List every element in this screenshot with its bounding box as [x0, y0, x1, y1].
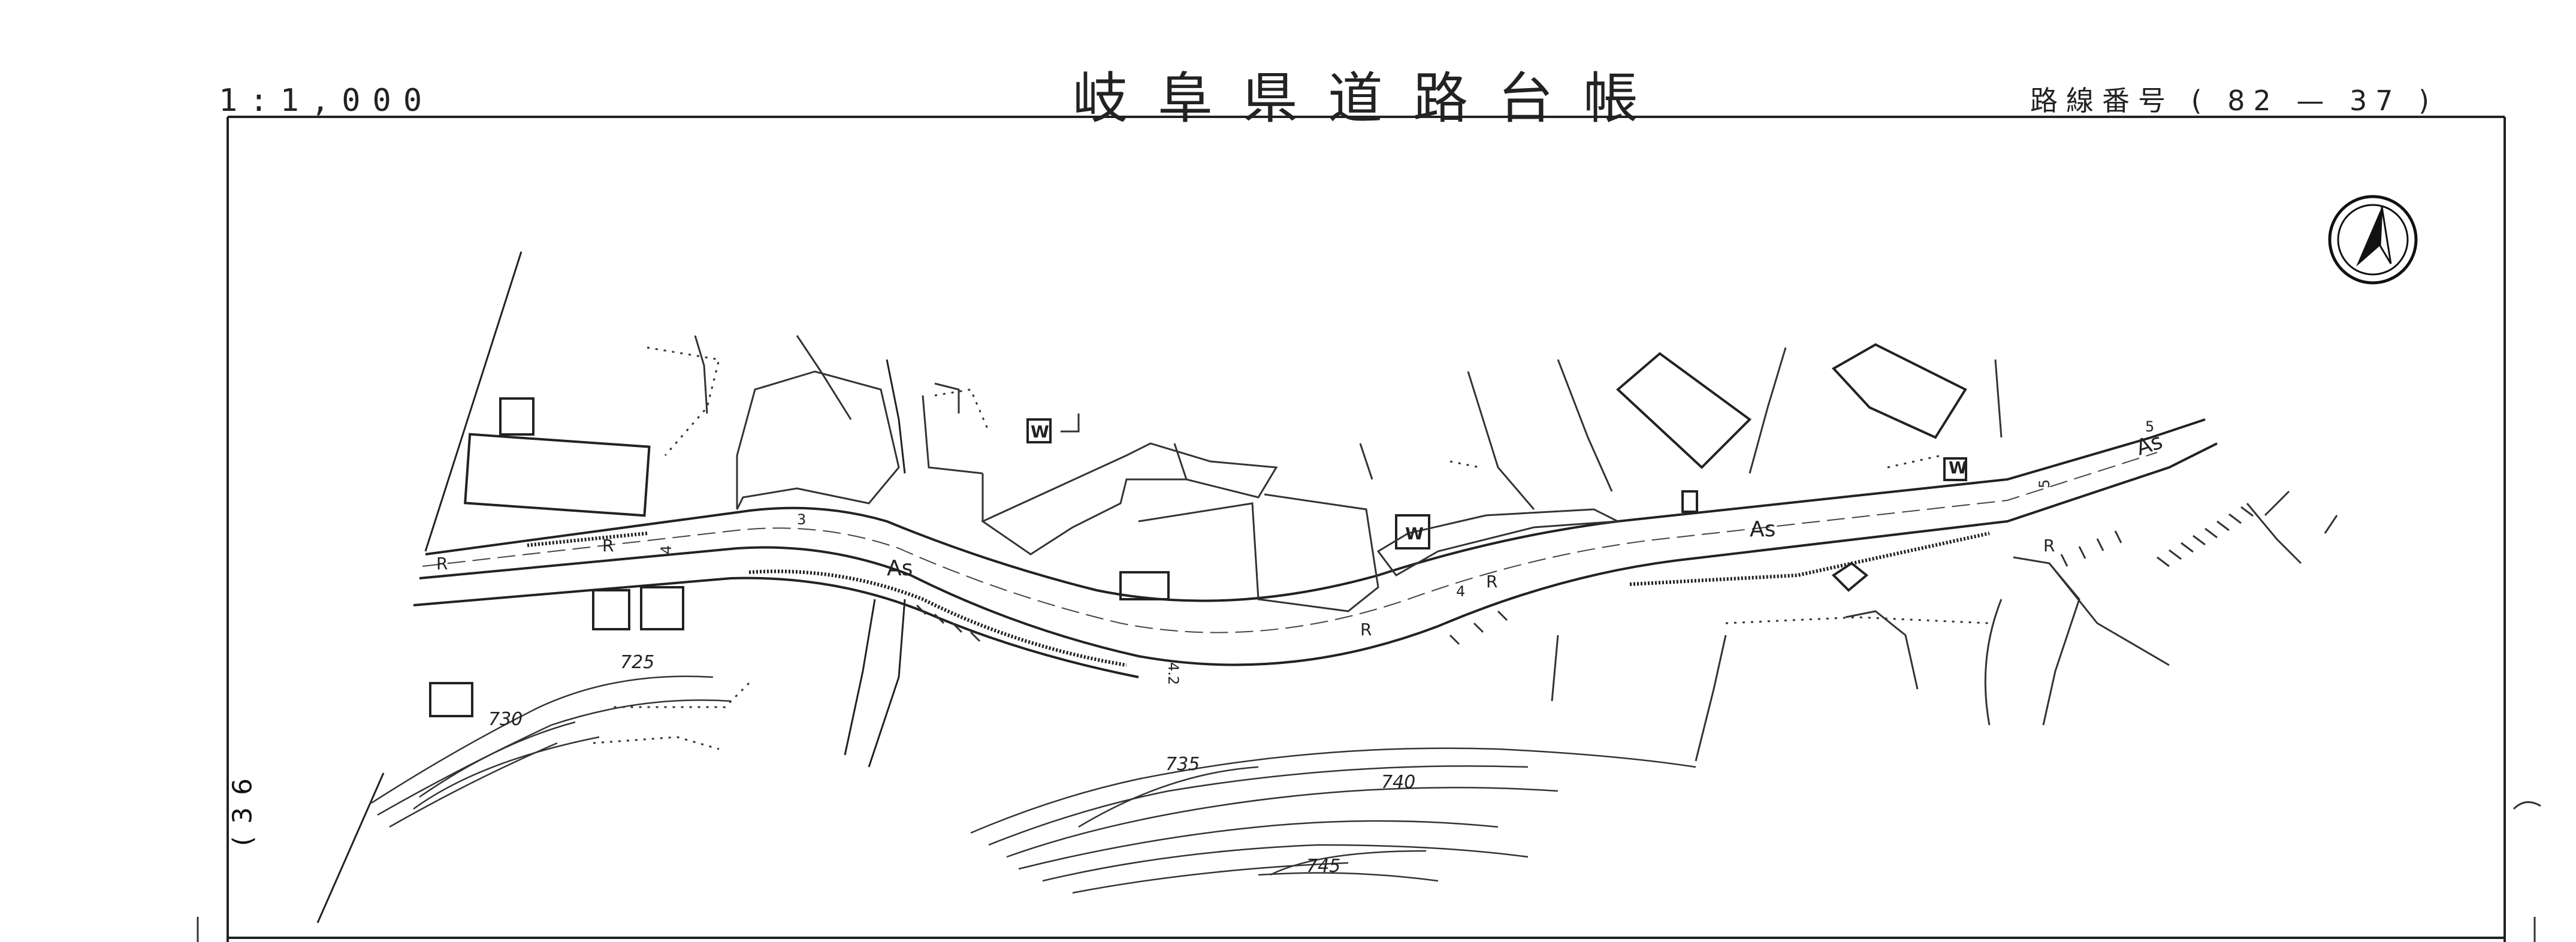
width-label: 4 [1456, 583, 1465, 600]
route-open-paren: ( [2191, 84, 2210, 117]
retaining-label: R [602, 536, 614, 555]
retaining-label: R [1486, 572, 1497, 591]
north-arrow-icon [2328, 195, 2418, 285]
slope-hatching [916, 506, 2254, 645]
contour-label-740: 740 [1381, 772, 1415, 793]
width-label: 5 [2036, 479, 2053, 488]
route-close-paren: ) [2418, 84, 2438, 117]
gutter-hatching [527, 532, 1990, 667]
retaining-wall-labels: R R R R R [436, 536, 2055, 639]
width-labels: 3 4 4.2 4 5 5 [658, 418, 2154, 685]
well-label: W [1949, 458, 1967, 478]
width-label: 4 [658, 545, 675, 554]
route-dash: — [2296, 84, 2333, 117]
route-major: 82 [2227, 84, 2279, 117]
contour-label-725: 725 [620, 652, 654, 673]
width-label: 4.2 [1165, 662, 1182, 685]
buildings [429, 343, 1967, 717]
map-frame [227, 116, 2506, 942]
surface-label-as: As [1750, 517, 1775, 542]
side-marks [197, 801, 2541, 942]
well-labels: W W W [1031, 422, 1967, 544]
contour-labels: 725 730 735 740 745 [488, 652, 1415, 877]
parcel-lines [694, 335, 2338, 762]
well-label: W [1405, 524, 1424, 544]
survey-lines [316, 251, 523, 923]
route-minor: 37 [2349, 84, 2402, 117]
retaining-label: R [436, 554, 448, 573]
retaining-label: R [2043, 536, 2055, 555]
retaining-label: R [1360, 620, 1372, 639]
page-title: 岐阜県道路台帳 [1073, 67, 1669, 131]
scale-label: 1:1,000 [219, 83, 434, 119]
contour-lines [371, 675, 1696, 894]
dotted-lines [593, 346, 1990, 750]
route-number-label: 路線番号 [2030, 84, 2174, 117]
width-label: 5 [2145, 418, 2154, 435]
route-number: 路線番号 ( 82 — 37 ) [2030, 79, 2438, 119]
well-label: W [1031, 422, 1049, 442]
width-label: 3 [797, 511, 806, 528]
stream [844, 359, 906, 768]
surface-label-as: As [887, 556, 913, 581]
road-centerline [422, 452, 2158, 633]
contour-label-735: 735 [1165, 754, 1200, 775]
contour-label-745: 745 [1306, 856, 1340, 877]
surface-labels: As As As [887, 429, 2166, 581]
contour-label-730: 730 [488, 709, 523, 730]
